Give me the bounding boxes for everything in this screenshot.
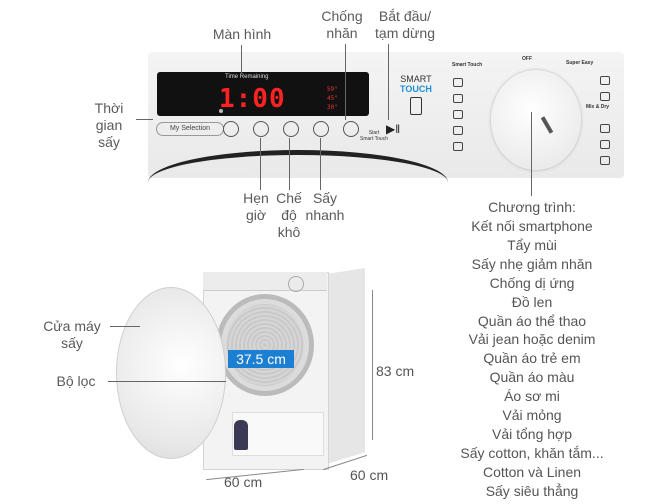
program-item: Cotton và Linen <box>482 463 582 480</box>
callout-filter: Bộ lọc <box>56 373 96 389</box>
touch-label: TOUCH <box>400 84 432 94</box>
opening-dimension-bar <box>228 350 294 368</box>
machine-side <box>327 268 365 464</box>
person-sticker-icon <box>234 420 248 450</box>
program-icon-3 <box>453 110 463 119</box>
program-item: Chống dị ứng <box>489 274 575 291</box>
program-icon-4 <box>453 126 463 135</box>
leader-filter <box>108 381 226 382</box>
smart-touch-btn-label: Smart Touch <box>360 136 388 142</box>
program-icon-2 <box>453 94 463 103</box>
drum-inner <box>226 304 304 386</box>
program-icon-9 <box>600 140 610 149</box>
program-item: Sấy cotton, khăn tắm... <box>460 444 604 461</box>
program-item: Tẩy mùi <box>507 236 557 253</box>
quick-dry-button[interactable] <box>313 121 329 137</box>
level-label-1: 59° <box>327 86 338 93</box>
smart-label: SMART <box>400 74 432 84</box>
dryer-top-panel <box>203 272 327 291</box>
program-item: Vải jean hoặc denim <box>468 331 596 348</box>
program-item: Quần áo màu <box>489 369 575 386</box>
display-screen: Time Remaining 1:00 59° 45° 30° <box>157 72 369 116</box>
dial-label-mix-dry: Mix & Dry <box>586 104 610 110</box>
program-icon-6 <box>600 76 610 85</box>
dial-label-super-easy: Super Easy <box>566 60 594 66</box>
timer-button[interactable] <box>253 121 269 137</box>
program-item: Vải tổng hợp <box>491 425 572 442</box>
program-item: Áo sơ mi <box>504 388 560 405</box>
program-item: Đồ len <box>511 293 553 310</box>
dry-level-button[interactable] <box>283 121 299 137</box>
leader-timer <box>260 138 261 190</box>
program-item: Vải mỏng <box>502 407 562 423</box>
my-selection-button[interactable]: My Selection <box>156 122 224 136</box>
program-item: Sấy siêu thẳng <box>485 482 579 499</box>
start-pause-icon[interactable]: ▶‖ <box>386 122 401 136</box>
leader-start-pause <box>388 44 389 120</box>
start-smart-touch-label: Start Smart Touch <box>360 130 388 142</box>
program-icon-8 <box>600 124 610 133</box>
leader-dry-level <box>289 138 290 190</box>
dryer-door[interactable] <box>116 287 226 459</box>
width-dimension-label: 60 cm <box>224 474 263 490</box>
start-label: Start <box>368 130 380 136</box>
display-digits: 1:00 <box>219 84 286 114</box>
leader-quick-dry <box>320 138 321 190</box>
height-dimension-label: 83 cm <box>376 363 415 379</box>
program-item: Quần áo trẻ em <box>483 350 581 367</box>
anti-crease-button[interactable] <box>343 121 359 137</box>
programs-title: Chương trình: <box>488 199 576 215</box>
program-item: Sấy nhẹ giảm nhăn <box>471 255 593 272</box>
dial-label-off: OFF <box>522 56 532 62</box>
leader-door <box>110 326 140 327</box>
panel-curve <box>148 150 448 185</box>
program-icon-1 <box>453 78 463 87</box>
level-label-3: 30° <box>327 104 338 111</box>
phone-icon <box>409 97 422 115</box>
mini-dial-icon <box>288 276 304 292</box>
drying-time-button[interactable] <box>223 121 239 137</box>
time-remaining-label: Time Remaining <box>225 74 269 80</box>
level-label-2: 45° <box>327 95 338 102</box>
program-icon-5 <box>453 142 463 151</box>
dial-label-smart-touch: Smart Touch <box>452 62 483 68</box>
callout-start-pause: Bắt đầu/tạm dừng <box>375 8 435 41</box>
program-icon-10 <box>600 156 610 165</box>
smart-touch-logo: SMART TOUCH <box>400 74 432 115</box>
leader-programs <box>531 112 532 196</box>
leader-anti-crease <box>345 44 346 120</box>
program-icon-7 <box>600 92 610 101</box>
program-item: Kết nối smartphone <box>471 218 593 234</box>
height-dimension-line <box>372 290 373 440</box>
leader-drying-time <box>136 119 153 120</box>
program-dial[interactable] <box>491 70 581 170</box>
opening-dimension-label: 37.5 cm <box>236 351 286 367</box>
program-item: Quần áo thể thao <box>477 312 587 329</box>
leader-display <box>241 45 242 74</box>
wifi-dot-icon <box>219 109 223 113</box>
depth-dimension-label: 60 cm <box>350 467 389 483</box>
callout-display: Màn hình <box>212 26 272 42</box>
